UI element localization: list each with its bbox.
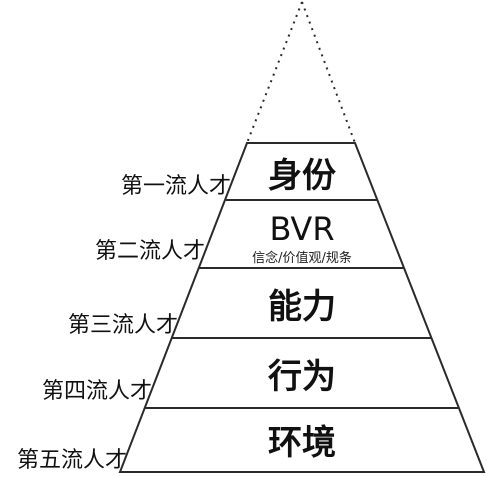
apex-dotted-right — [301, 1, 356, 144]
level-2-label: BVR — [269, 210, 334, 248]
level-4-side-label: 第四流人才 — [42, 379, 152, 404]
level-3-side-label: 第三流人才 — [68, 313, 178, 338]
pyramid-outline — [118, 142, 486, 473]
level-5-side-label: 第五流人才 — [17, 448, 127, 473]
level-5-label: 环境 — [268, 423, 336, 463]
level-2-side-label: 第二流人才 — [95, 239, 205, 264]
level-3-label: 能力 — [268, 287, 336, 327]
level-4-label: 行为 — [268, 357, 336, 397]
level-2-sublabel: 信念/价值观/规条 — [252, 250, 352, 266]
level-1-label: 身份 — [268, 156, 336, 196]
level-1-side-label: 第一流人才 — [121, 174, 231, 199]
apex-dotted-left — [246, 1, 303, 144]
